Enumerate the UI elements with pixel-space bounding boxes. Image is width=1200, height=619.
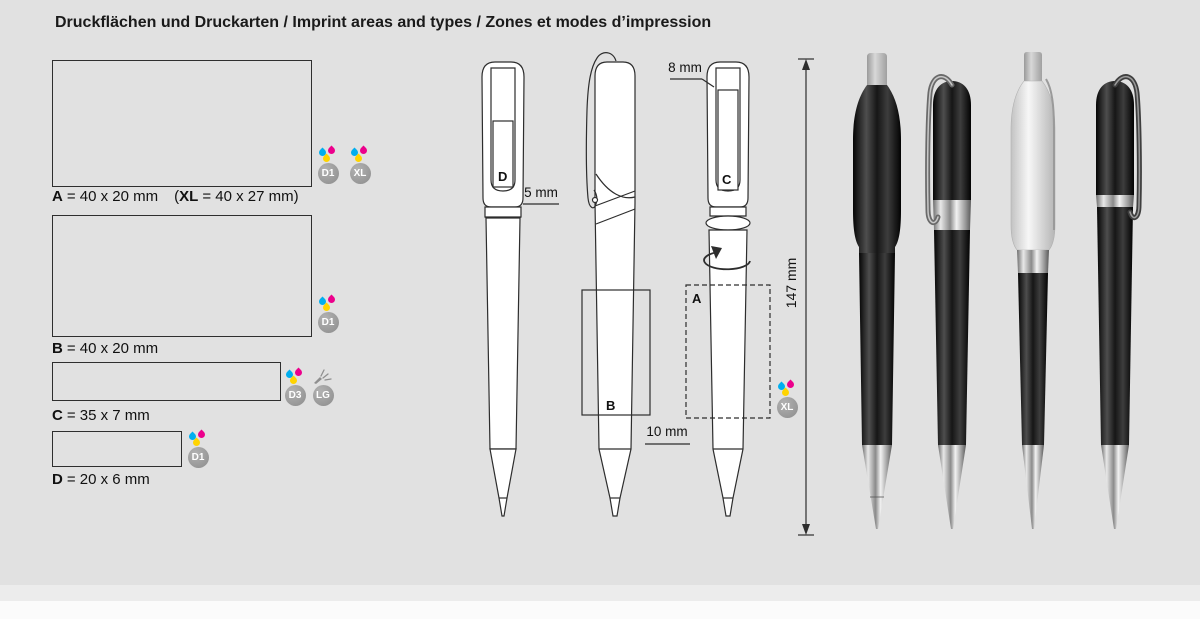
imprint-area-rect-b bbox=[52, 215, 312, 337]
print-type-badge: XL bbox=[349, 163, 371, 184]
imprint-rect-a-dashed bbox=[685, 284, 771, 419]
product-photo-pen-side-left-clip bbox=[925, 74, 971, 529]
page-edge-band bbox=[0, 585, 1200, 601]
badge-d3-area-c: D3 bbox=[282, 367, 308, 406]
badge-lg-area-c: LG bbox=[310, 369, 336, 406]
area-letter-d: D bbox=[52, 471, 63, 488]
imprint-rect-b bbox=[581, 289, 651, 416]
imprint-rect-c bbox=[717, 89, 739, 191]
cmyk-drops-icon bbox=[349, 145, 371, 164]
imprint-area-rect-d bbox=[52, 431, 182, 467]
print-type-badge: XL bbox=[776, 397, 798, 418]
dimension-10mm: 10 mm bbox=[646, 424, 687, 439]
imprint-area-rect-c bbox=[52, 362, 281, 401]
area-letter-b: B bbox=[52, 340, 63, 357]
print-type-badge: D1 bbox=[317, 163, 339, 184]
technical-drawing: D B C A 5 mm 8 mm 10 mm 147 mm bbox=[481, 52, 814, 536]
laser-engraving-icon bbox=[314, 369, 332, 384]
imprint-label-c: C bbox=[722, 172, 732, 187]
imprint-label-a: A bbox=[692, 291, 702, 306]
cmyk-drops-icon bbox=[317, 294, 339, 313]
imprint-area-label-c: C= 35 x 7 mm bbox=[52, 407, 150, 424]
area-size-a: = 40 x 20 mm bbox=[66, 188, 159, 205]
area-size-d: = 20 x 6 mm bbox=[66, 471, 150, 488]
cmyk-drops-icon bbox=[187, 429, 209, 448]
imprint-label-b: B bbox=[606, 398, 615, 413]
technical-pen-front-capped bbox=[481, 61, 525, 517]
twist-rotation-arrow bbox=[703, 251, 751, 271]
dimension-marks bbox=[523, 58, 814, 536]
imprint-area-rect-a bbox=[52, 60, 312, 187]
pen-clip bbox=[1045, 78, 1055, 230]
area-xl-size: = 40 x 27 mm) bbox=[202, 188, 299, 205]
pen-clip-wire bbox=[585, 52, 617, 209]
print-type-badge: D1 bbox=[187, 447, 209, 468]
dimension-147mm: 147 mm bbox=[783, 258, 799, 309]
product-photo-pen-side-right-clip bbox=[1096, 74, 1142, 529]
technical-pen-side bbox=[581, 52, 651, 517]
print-type-badge: LG bbox=[312, 385, 334, 406]
badge-d1-area-a: D1 bbox=[315, 145, 341, 184]
area-size-c: = 35 x 7 mm bbox=[66, 407, 150, 424]
page-title: Druckflächen und Druckarten / Imprint ar… bbox=[55, 14, 712, 31]
product-photo-pen-white-panel bbox=[1010, 52, 1056, 529]
cmyk-drops-icon bbox=[284, 367, 306, 386]
area-xl-open: ( bbox=[174, 188, 180, 205]
print-type-badge: D1 bbox=[317, 312, 339, 333]
print-type-badge: D3 bbox=[284, 385, 306, 406]
badge-d1-area-d: D1 bbox=[185, 429, 211, 468]
imprint-area-label-b: B= 40 x 20 mm bbox=[52, 340, 158, 357]
dimension-8mm: 8 mm bbox=[668, 60, 702, 75]
dimension-5mm: 5 mm bbox=[524, 185, 558, 200]
area-xl-letter: XL bbox=[179, 188, 199, 205]
badge-xl-technical: XL bbox=[774, 379, 800, 418]
area-size-b: = 40 x 20 mm bbox=[66, 340, 159, 357]
area-letter-a: A bbox=[52, 188, 63, 205]
technical-pen-back-twist bbox=[685, 61, 771, 517]
imprint-area-label-d: D= 20 x 6 mm bbox=[52, 471, 150, 488]
area-letter-c: C bbox=[52, 407, 63, 424]
product-photo-pen-front bbox=[853, 53, 901, 529]
imprint-area-label-a: A= 40 x 20 mm (XL= 40 x 27 mm) bbox=[52, 188, 299, 205]
imprint-label-d: D bbox=[498, 169, 507, 184]
product-photos bbox=[853, 52, 1142, 529]
cmyk-drops-icon bbox=[317, 145, 339, 164]
page-edge-white bbox=[0, 601, 1200, 619]
imprint-rect-d bbox=[492, 120, 514, 188]
badge-d1-area-b: D1 bbox=[315, 294, 341, 333]
badge-xl-area-a: XL bbox=[347, 145, 373, 184]
